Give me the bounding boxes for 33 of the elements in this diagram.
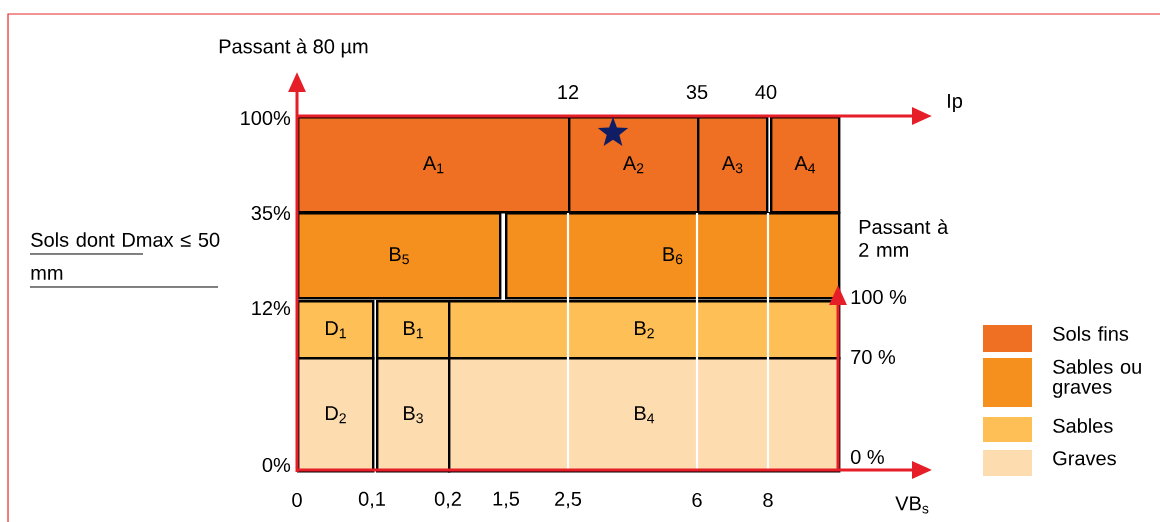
tick-label: 2,5 (555, 491, 582, 509)
class-box: B$_{5}$ (297, 212, 502, 300)
tick-label: 35% (251, 205, 291, 221)
tick-label: 12 (558, 85, 579, 99)
tick-label: 1,5 (493, 491, 520, 509)
tick-label: 100 % (851, 289, 907, 305)
axis-title: Passant à 80 µm (219, 38, 368, 58)
axis-title: Ip (948, 94, 963, 112)
tick-label: 0,1 (358, 491, 385, 509)
class-box: D$_{2}$ (297, 357, 375, 473)
class-box: A$_{2}$ (568, 116, 700, 214)
tick-label: 6 (692, 492, 702, 508)
legend-label: Sables (1053, 418, 1113, 433)
tick-label: 0,2 (434, 491, 461, 509)
note: Sols dont Dmax ≤ 50 mm (29, 232, 220, 288)
class-box: A$_{4}$ (770, 116, 841, 214)
tick-label: 70 % (851, 349, 896, 365)
tick-label: 35 (686, 84, 708, 100)
tick-label: 8 (763, 492, 773, 508)
tick-label: 12% (252, 300, 291, 316)
legend-label: Graves (1053, 451, 1116, 466)
tick-label: 0 (292, 492, 302, 508)
legend-label: Sables ou graves (1053, 359, 1141, 398)
axis-title: Passant à 2 mm (859, 219, 949, 257)
legend-label: Sols fins (1053, 326, 1129, 341)
class-box: A$_{3}$ (697, 116, 769, 214)
tick-label: 100% (241, 110, 291, 126)
class-box: B$_{3}$ (376, 357, 451, 473)
tick-label: 40 (755, 84, 777, 100)
class-box: B$_{1}$ (376, 300, 451, 360)
axis-title: VB$_{s}$ (895, 496, 929, 514)
class-box: D$_{1}$ (297, 300, 375, 360)
class-box: B$_{6}$ (505, 212, 841, 300)
